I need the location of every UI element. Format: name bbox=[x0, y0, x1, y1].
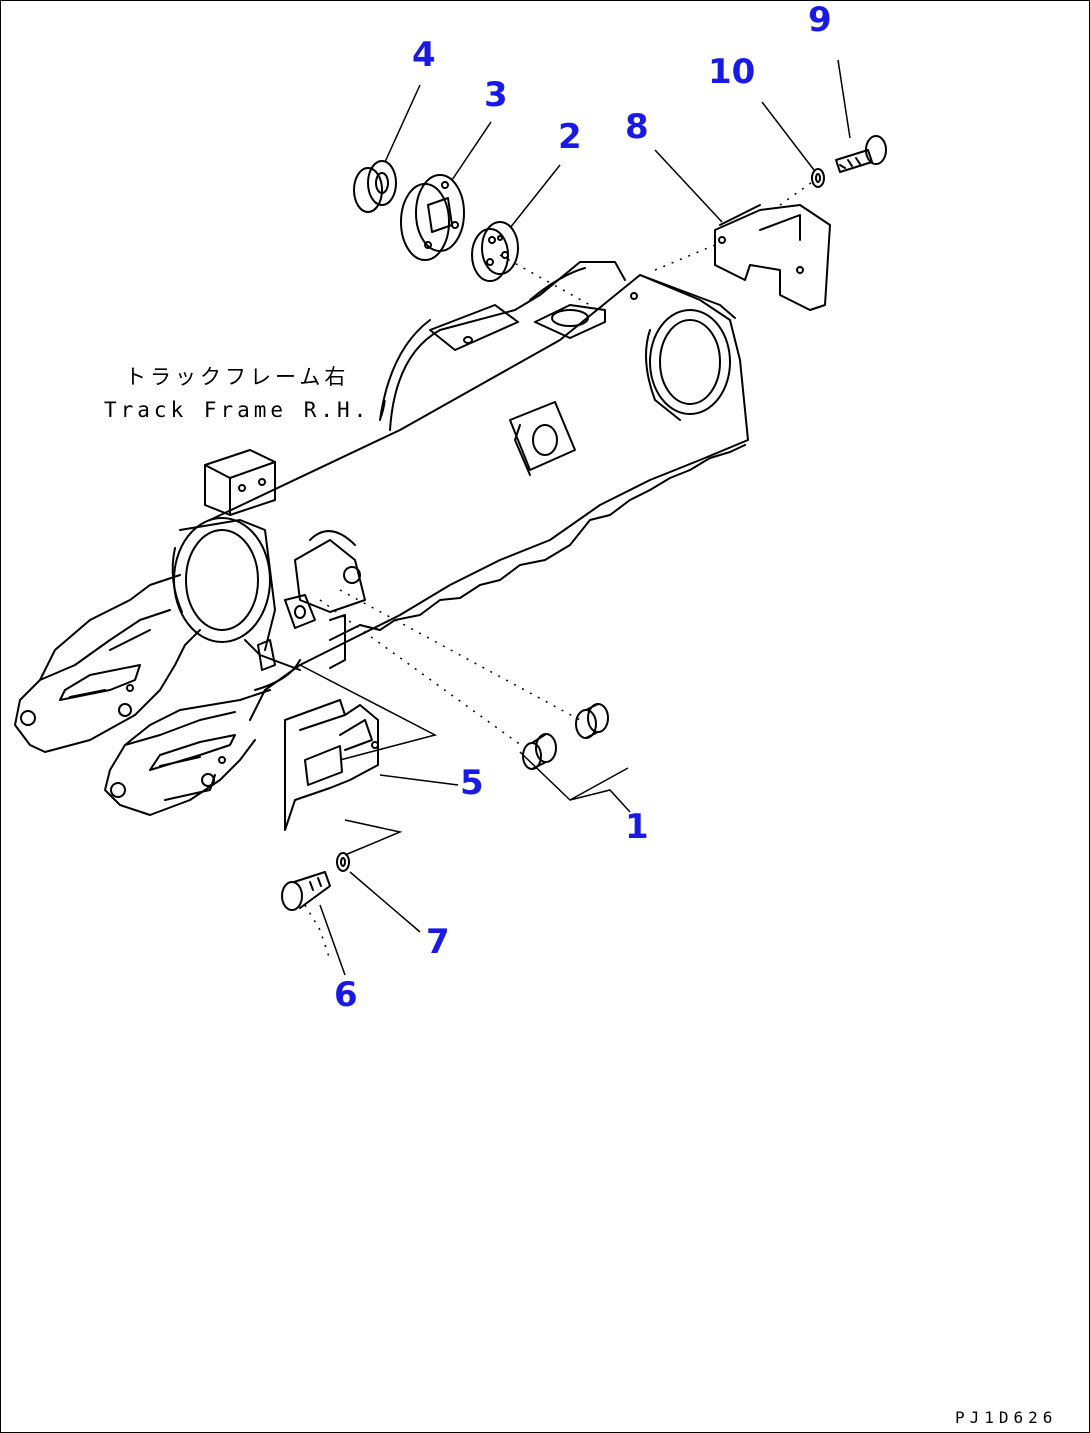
label-english: Track Frame R.H. bbox=[104, 398, 371, 422]
part-7-washer bbox=[336, 852, 350, 872]
part-2-flange bbox=[471, 221, 519, 282]
track-frame-body bbox=[171, 261, 749, 721]
part-4-collar bbox=[353, 160, 397, 213]
part-5-guard bbox=[284, 699, 379, 831]
leader-3 bbox=[451, 121, 492, 181]
part-9-bolt bbox=[835, 135, 887, 173]
part-6-bolt bbox=[281, 871, 331, 911]
leader-6 bbox=[319, 904, 346, 976]
projection-2 bbox=[499, 254, 591, 306]
callout-4: 4 bbox=[412, 35, 436, 75]
part-1-bushings bbox=[522, 703, 609, 770]
callout-10: 10 bbox=[708, 52, 756, 92]
label-japanese: トラックフレーム右 bbox=[125, 365, 350, 389]
part-8-guard bbox=[714, 204, 831, 311]
leader-5 bbox=[379, 774, 459, 786]
callout-6: 6 bbox=[334, 975, 358, 1015]
projection-6 bbox=[304, 904, 331, 961]
drawing-code: PJ1D626 bbox=[955, 1408, 1058, 1427]
leader-2 bbox=[509, 164, 561, 229]
callout-8: 8 bbox=[625, 107, 649, 147]
part-3-plate bbox=[400, 174, 465, 261]
part-10-washer bbox=[811, 168, 825, 188]
leader-9 bbox=[837, 59, 851, 139]
leader-7 bbox=[349, 871, 421, 933]
callout-9: 9 bbox=[808, 0, 832, 40]
projection-8 bbox=[654, 244, 716, 271]
leader-1 bbox=[519, 751, 631, 813]
front-yokes bbox=[14, 574, 271, 816]
callout-5: 5 bbox=[460, 763, 484, 803]
callout-1: 1 bbox=[625, 807, 649, 847]
leader-4 bbox=[384, 84, 421, 163]
projection-9 bbox=[779, 179, 816, 206]
callout-3: 3 bbox=[484, 75, 508, 115]
bracket-5 bbox=[299, 664, 438, 856]
leader-8 bbox=[654, 149, 723, 223]
callout-7: 7 bbox=[426, 922, 450, 962]
projection-1 bbox=[319, 599, 526, 749]
callout-2: 2 bbox=[558, 117, 582, 157]
leader-10 bbox=[761, 101, 815, 171]
projection-1b bbox=[339, 589, 581, 721]
leader-label bbox=[379, 399, 386, 421]
